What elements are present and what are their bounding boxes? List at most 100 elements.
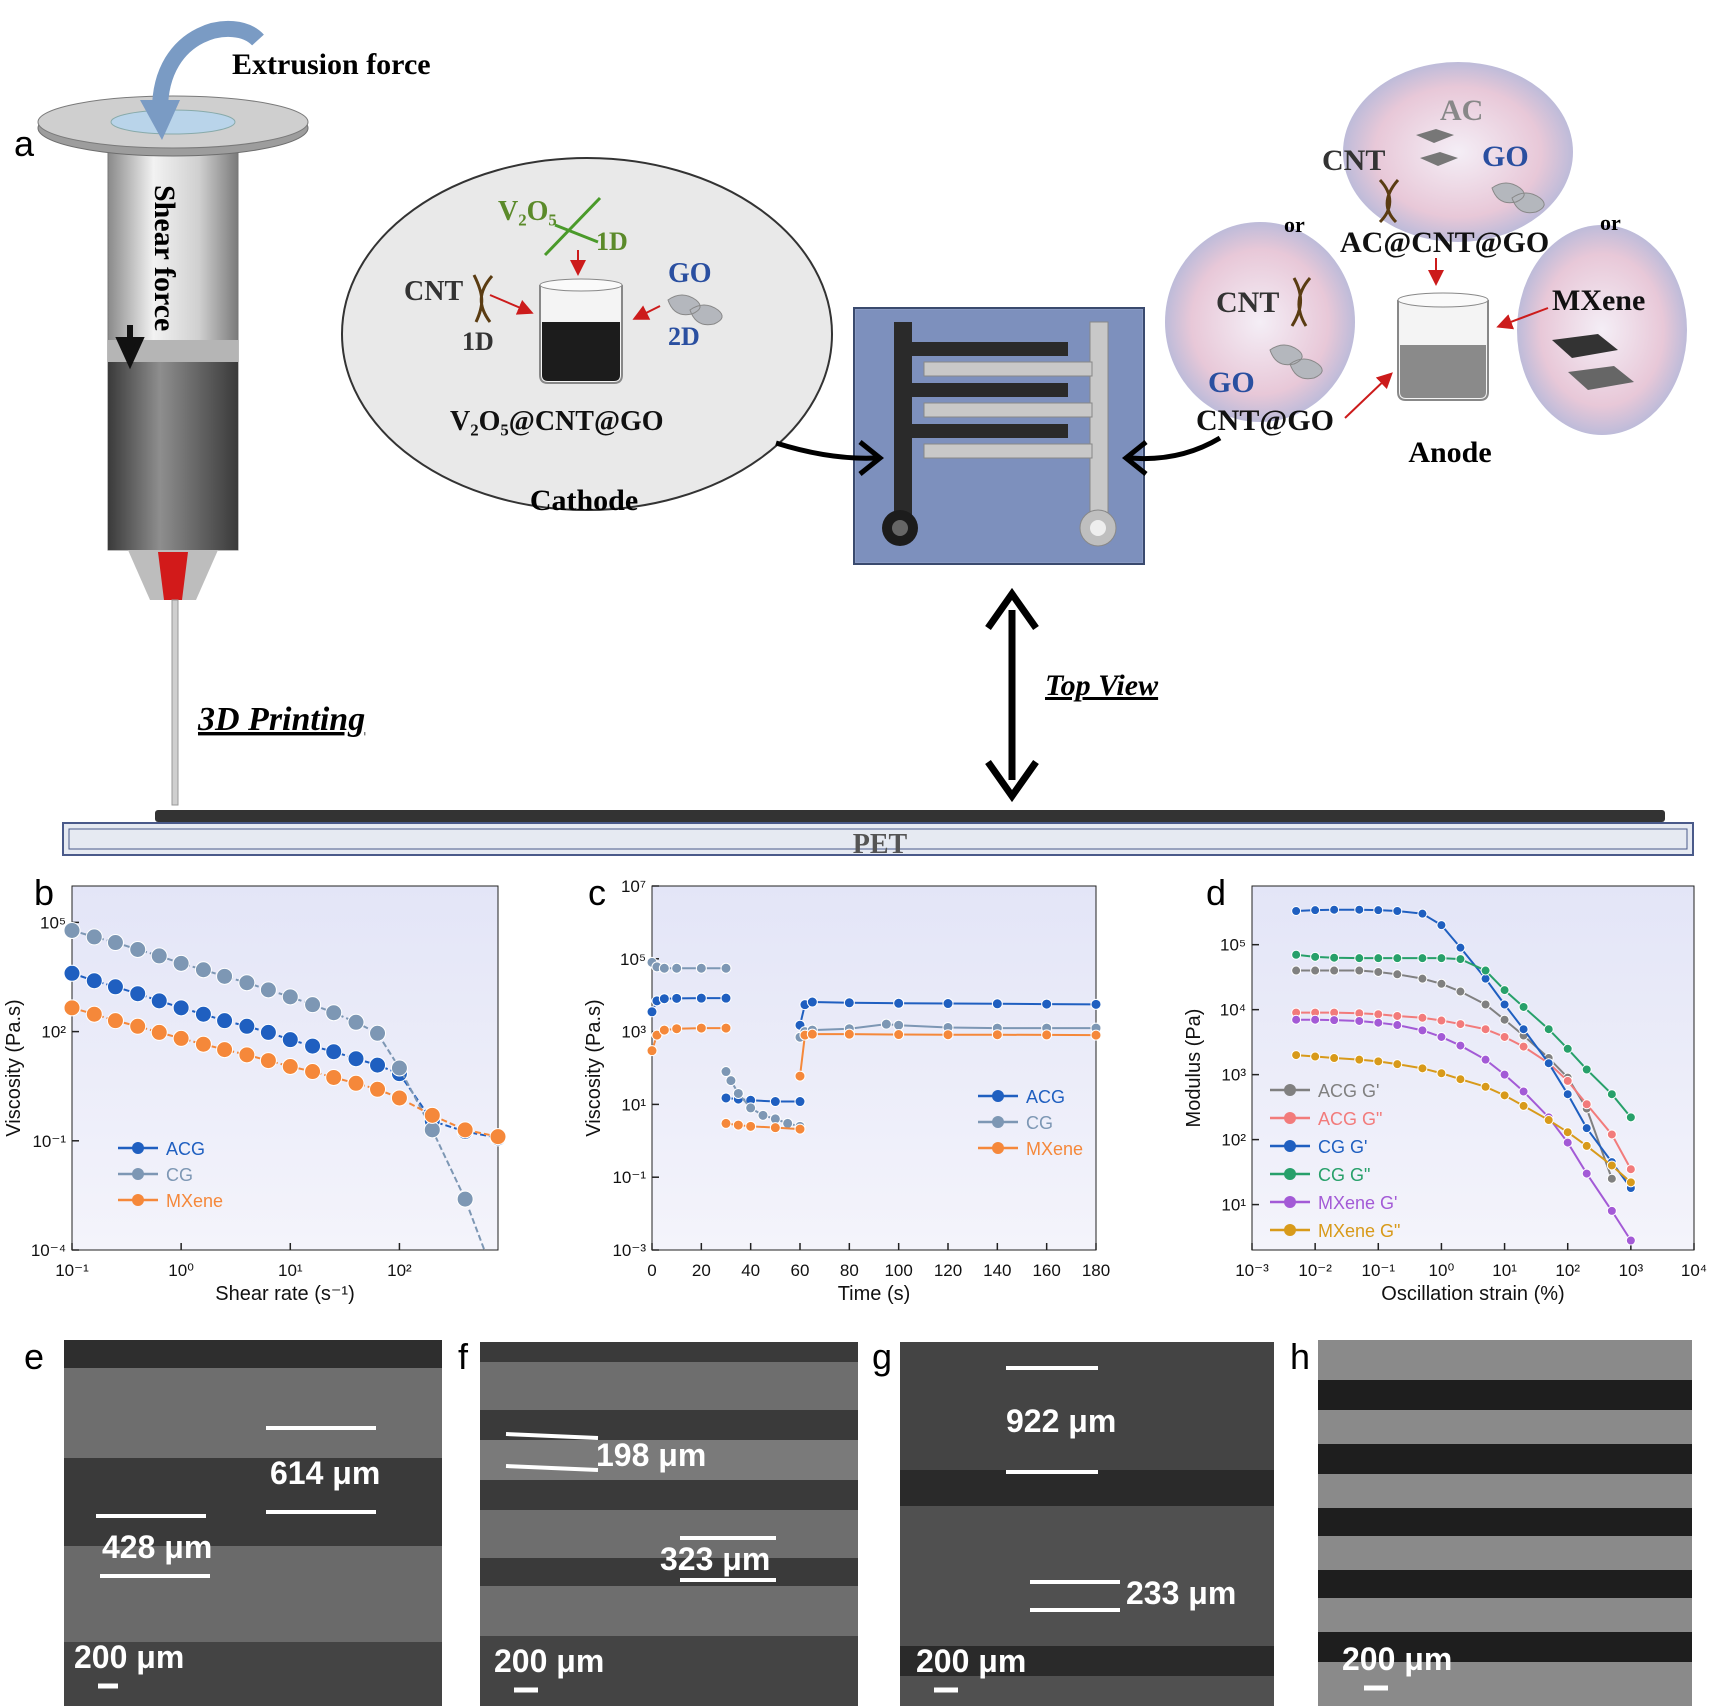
x-tick-label: 10¹ [278, 1261, 303, 1280]
legend-label: ACG G' [1318, 1081, 1379, 1101]
data-point [1625, 1164, 1636, 1175]
x-tick-label: 10³ [1619, 1261, 1644, 1280]
syringe-illustration [37, 20, 309, 806]
x-tick-label: 10⁻² [1298, 1261, 1332, 1280]
x-tick-label: 140 [983, 1261, 1011, 1280]
data-point [893, 1019, 905, 1031]
x-tick-label: 10² [387, 1261, 412, 1280]
shear-force-label: Shear force [148, 185, 181, 331]
data-point [347, 1050, 365, 1068]
y-tick-label: 10² [41, 1023, 66, 1042]
data-point [1329, 904, 1340, 915]
data-point [1436, 978, 1447, 989]
data-point [63, 921, 81, 939]
data-point [695, 962, 707, 974]
data-point [745, 1120, 757, 1132]
legend-marker [1284, 1224, 1296, 1236]
data-point [238, 974, 256, 992]
y-tick-label: 10² [1221, 1131, 1246, 1150]
data-point [347, 1074, 365, 1092]
x-tick-label: 10¹ [1492, 1261, 1517, 1280]
data-point [304, 1063, 322, 1081]
data-point [1606, 1129, 1617, 1140]
data-point [1581, 1140, 1592, 1151]
data-point [1310, 1051, 1321, 1062]
data-point [893, 997, 905, 1009]
data-point [671, 1023, 683, 1035]
y-axis-label: Viscosity (Pa.s) [583, 999, 605, 1136]
legend-label: CG G' [1318, 1137, 1367, 1157]
data-point [658, 993, 670, 1005]
data-point [1625, 1177, 1636, 1188]
data-point [1436, 953, 1447, 964]
data-point [1392, 1059, 1403, 1070]
anode-option3-bubble [1517, 225, 1687, 435]
data-point [281, 1031, 299, 1049]
data-point [456, 1121, 474, 1139]
data-point [1606, 1160, 1617, 1171]
data-point [725, 1075, 737, 1087]
data-point [1373, 905, 1384, 916]
y-tick-label: 10⁻⁴ [31, 1241, 66, 1260]
data-point [194, 1035, 212, 1053]
data-point [658, 962, 670, 974]
data-point [1310, 965, 1321, 976]
data-point [1455, 1074, 1466, 1085]
anode-ac-label: AC [1440, 94, 1483, 127]
x-tick-label: 120 [934, 1261, 962, 1280]
y-tick-label: 10¹ [621, 1095, 646, 1114]
data-point [1455, 986, 1466, 997]
anode-title: Anode [1408, 436, 1491, 469]
data-point [1354, 904, 1365, 915]
x-tick-label: 10⁰ [1429, 1261, 1455, 1280]
legend-marker [992, 1090, 1004, 1102]
data-point [194, 1005, 212, 1023]
legend-marker [1284, 1084, 1296, 1096]
data-point [1354, 1015, 1365, 1026]
data-point [216, 1041, 234, 1059]
legend-marker [132, 1194, 144, 1206]
y-tick-label: 10⁵ [620, 950, 646, 969]
data-point [1090, 998, 1102, 1010]
data-point [843, 1028, 855, 1040]
data-point [369, 1080, 387, 1098]
data-point [369, 1024, 387, 1042]
data-point [1090, 1029, 1102, 1041]
data-point [390, 1089, 408, 1107]
data-point [390, 1059, 408, 1077]
legend-marker [992, 1116, 1004, 1128]
anode-option1-bubble [1165, 222, 1355, 422]
printing-label: 3D Printing [197, 701, 365, 738]
data-point [1329, 965, 1340, 976]
data-point [216, 1012, 234, 1030]
y-tick-label: 10¹ [1221, 1196, 1246, 1215]
x-tick-label: 10⁰ [168, 1261, 194, 1280]
data-point [1417, 908, 1428, 919]
x-tick-label: 40 [741, 1261, 760, 1280]
legend-marker [1284, 1112, 1296, 1124]
x-axis-label: Time (s) [838, 1283, 911, 1305]
data-point [369, 1056, 387, 1074]
data-point [1581, 1099, 1592, 1110]
data-point [1291, 949, 1302, 960]
svg-text:d: d [1206, 872, 1226, 913]
sem-image-f [480, 1342, 858, 1706]
y-tick-label: 10⁵ [40, 913, 66, 932]
x-tick-label: 0 [647, 1261, 656, 1280]
data-point [1455, 1019, 1466, 1030]
data-point [942, 998, 954, 1010]
data-point [782, 1117, 794, 1129]
data-point [1562, 1089, 1573, 1100]
x-tick-label: 160 [1032, 1261, 1060, 1280]
data-point [325, 1068, 343, 1086]
data-point [1291, 1050, 1302, 1061]
data-point [646, 1045, 658, 1057]
y-tick-label: 10⁵ [1220, 936, 1246, 955]
data-point [1543, 1115, 1554, 1126]
sem-e-letter: e [24, 1336, 45, 1377]
anode-option1-composite: CNT@GO [1196, 404, 1334, 437]
x-tick-label: 10⁻³ [1235, 1261, 1269, 1280]
